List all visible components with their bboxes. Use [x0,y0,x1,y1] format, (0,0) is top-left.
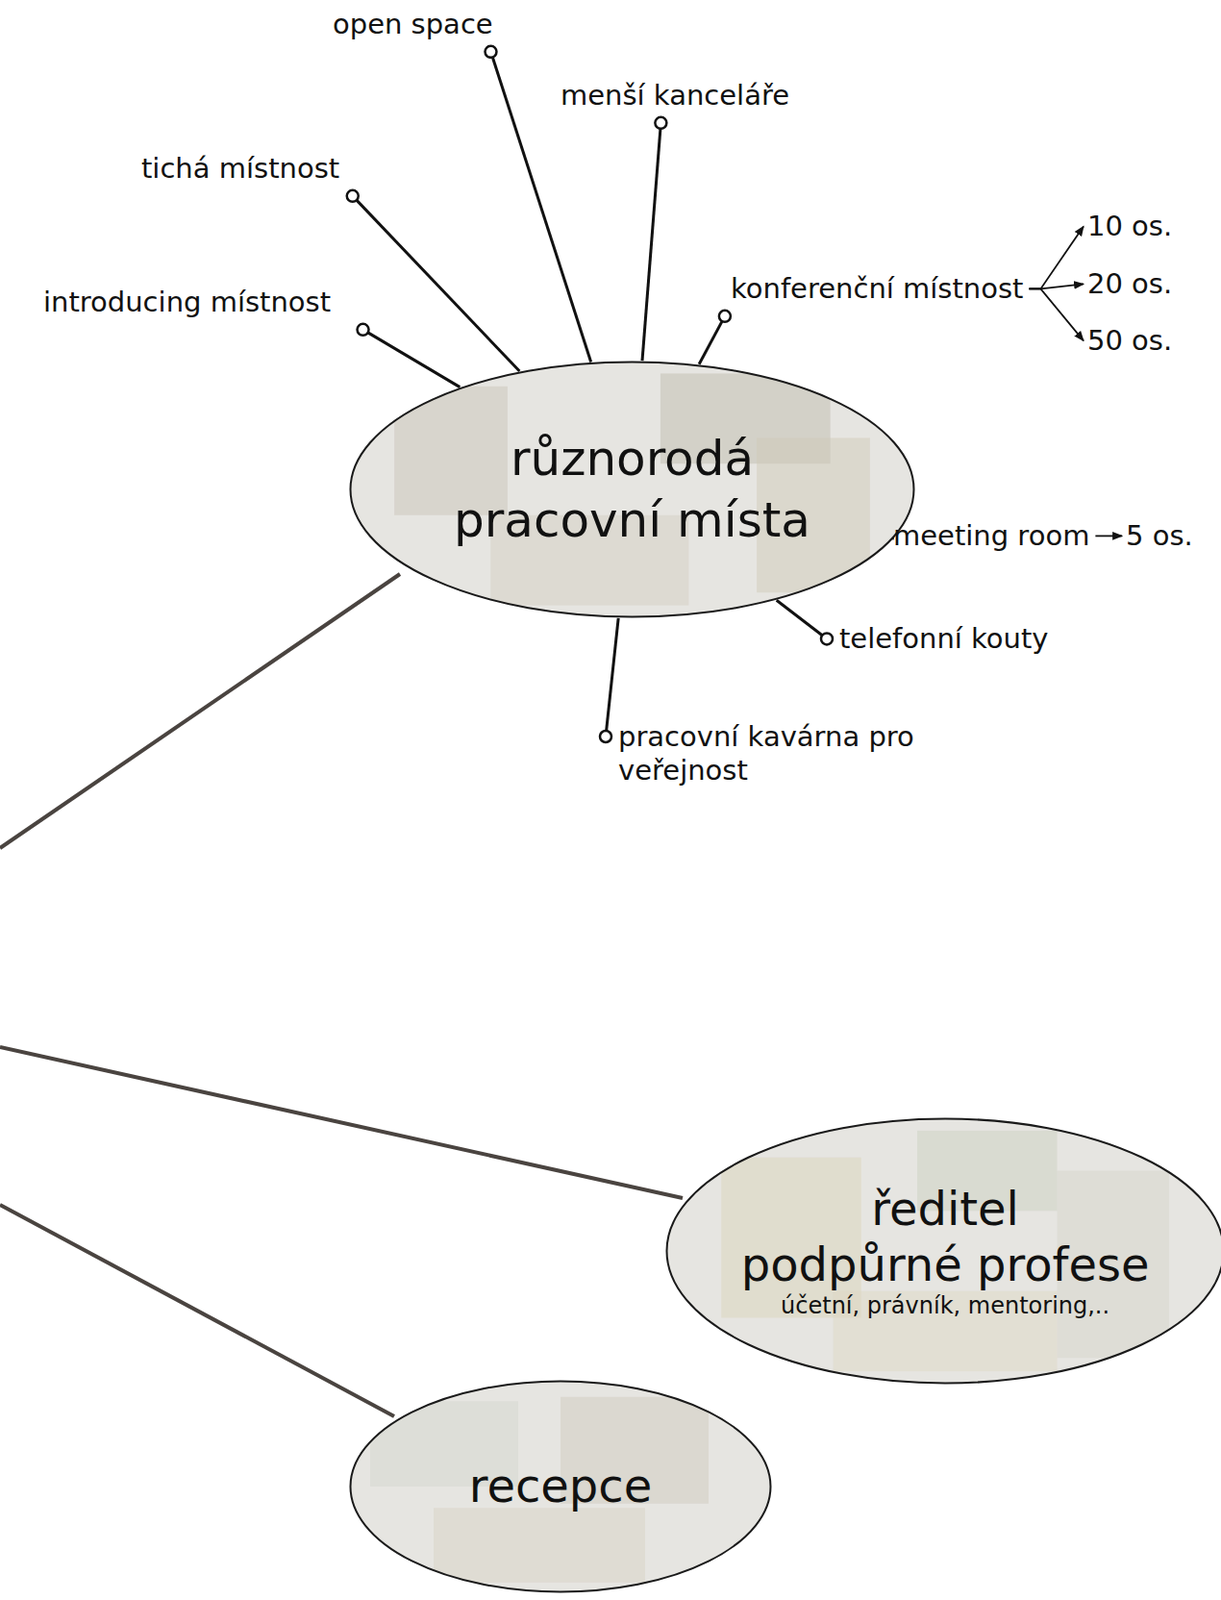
photo-shape [433,1507,646,1583]
leaf-topic: open space [329,5,497,44]
ellipse-fill [350,1381,772,1593]
topic-title: ředitel [871,1181,1020,1238]
photo-hint [721,1130,1170,1371]
leaf-topic: 20 os. [1084,265,1175,303]
photo-hint [370,1396,709,1583]
leaf-dot [821,632,833,645]
leaf-topic: 50 os. [1084,322,1175,360]
leaf-label: menší kanceláře [560,78,790,113]
leaf-topic: meeting room [890,517,1093,555]
leaf-topic: menší kanceláře [557,76,793,115]
leaf-label: introducing místnost [43,285,331,320]
branch-line [368,332,461,388]
arrow-line [1028,225,1084,289]
branch-line [356,199,520,372]
leaf-label: 5 os. [1125,519,1194,553]
leaf-label: telefonní kouty [839,622,1049,656]
ellipse-fill [667,1119,1221,1384]
topic-ellipse: recepce [348,1379,773,1594]
leaf-topic: tichá místnost [138,149,343,188]
leaf-topic: konferenční místnost [727,270,1026,308]
branch-line [606,618,620,731]
topic-ellipse: různorodá pracovní místa [348,360,916,619]
leaf-label: 20 os. [1087,267,1172,301]
leaf-topic: 5 os. [1122,517,1197,555]
arrow-line [1028,288,1084,341]
leaf-topic: introducing místnost [40,283,334,322]
ellipse-border [350,362,915,618]
offpage-wire [0,573,400,848]
leaf-label: 50 os. [1087,323,1172,358]
leaf-label: open space [332,7,494,42]
leaf-dot [599,730,612,743]
leaf-label: pracovní kavárna pro veřejnost [618,720,940,788]
leaf-dot [347,190,359,202]
branch-line [776,599,823,635]
leaf-label: meeting room [893,519,1090,553]
topic-title: podpůrné profese [741,1237,1150,1294]
topic-title: recepce [469,1458,653,1515]
photo-hint [394,373,871,605]
branch-line [642,128,661,361]
leaf-dot [357,323,370,336]
arrow-line [1028,283,1084,289]
leaf-dot [654,117,667,129]
leaf-topic: telefonní kouty [836,620,1052,658]
leaf-label: tichá místnost [141,151,340,186]
ellipse-fill [350,362,915,618]
leaf-dot [719,310,731,323]
topic-title: různorodá pracovní místa [425,427,840,551]
topic-note: účetní, právník, mentoring,.. [780,1292,1110,1321]
topic-ellipse: ředitelpodpůrné profeseúčetní, právník, … [665,1117,1221,1385]
leaf-label: 10 os. [1087,209,1172,244]
ellipse-border [350,1381,772,1593]
leaf-label: konferenční místnost [730,272,1023,306]
offpage-wire [0,1204,395,1417]
leaf-topic: 10 os. [1084,207,1175,246]
arrow-line [1095,534,1122,537]
branch-line [698,321,723,365]
offpage-wire [0,1046,683,1198]
leaf-topic: pracovní kavárna pro veřejnost [615,718,943,790]
leaf-dot [484,46,497,58]
ellipse-outline [348,360,916,619]
ellipse-border [667,1119,1221,1384]
